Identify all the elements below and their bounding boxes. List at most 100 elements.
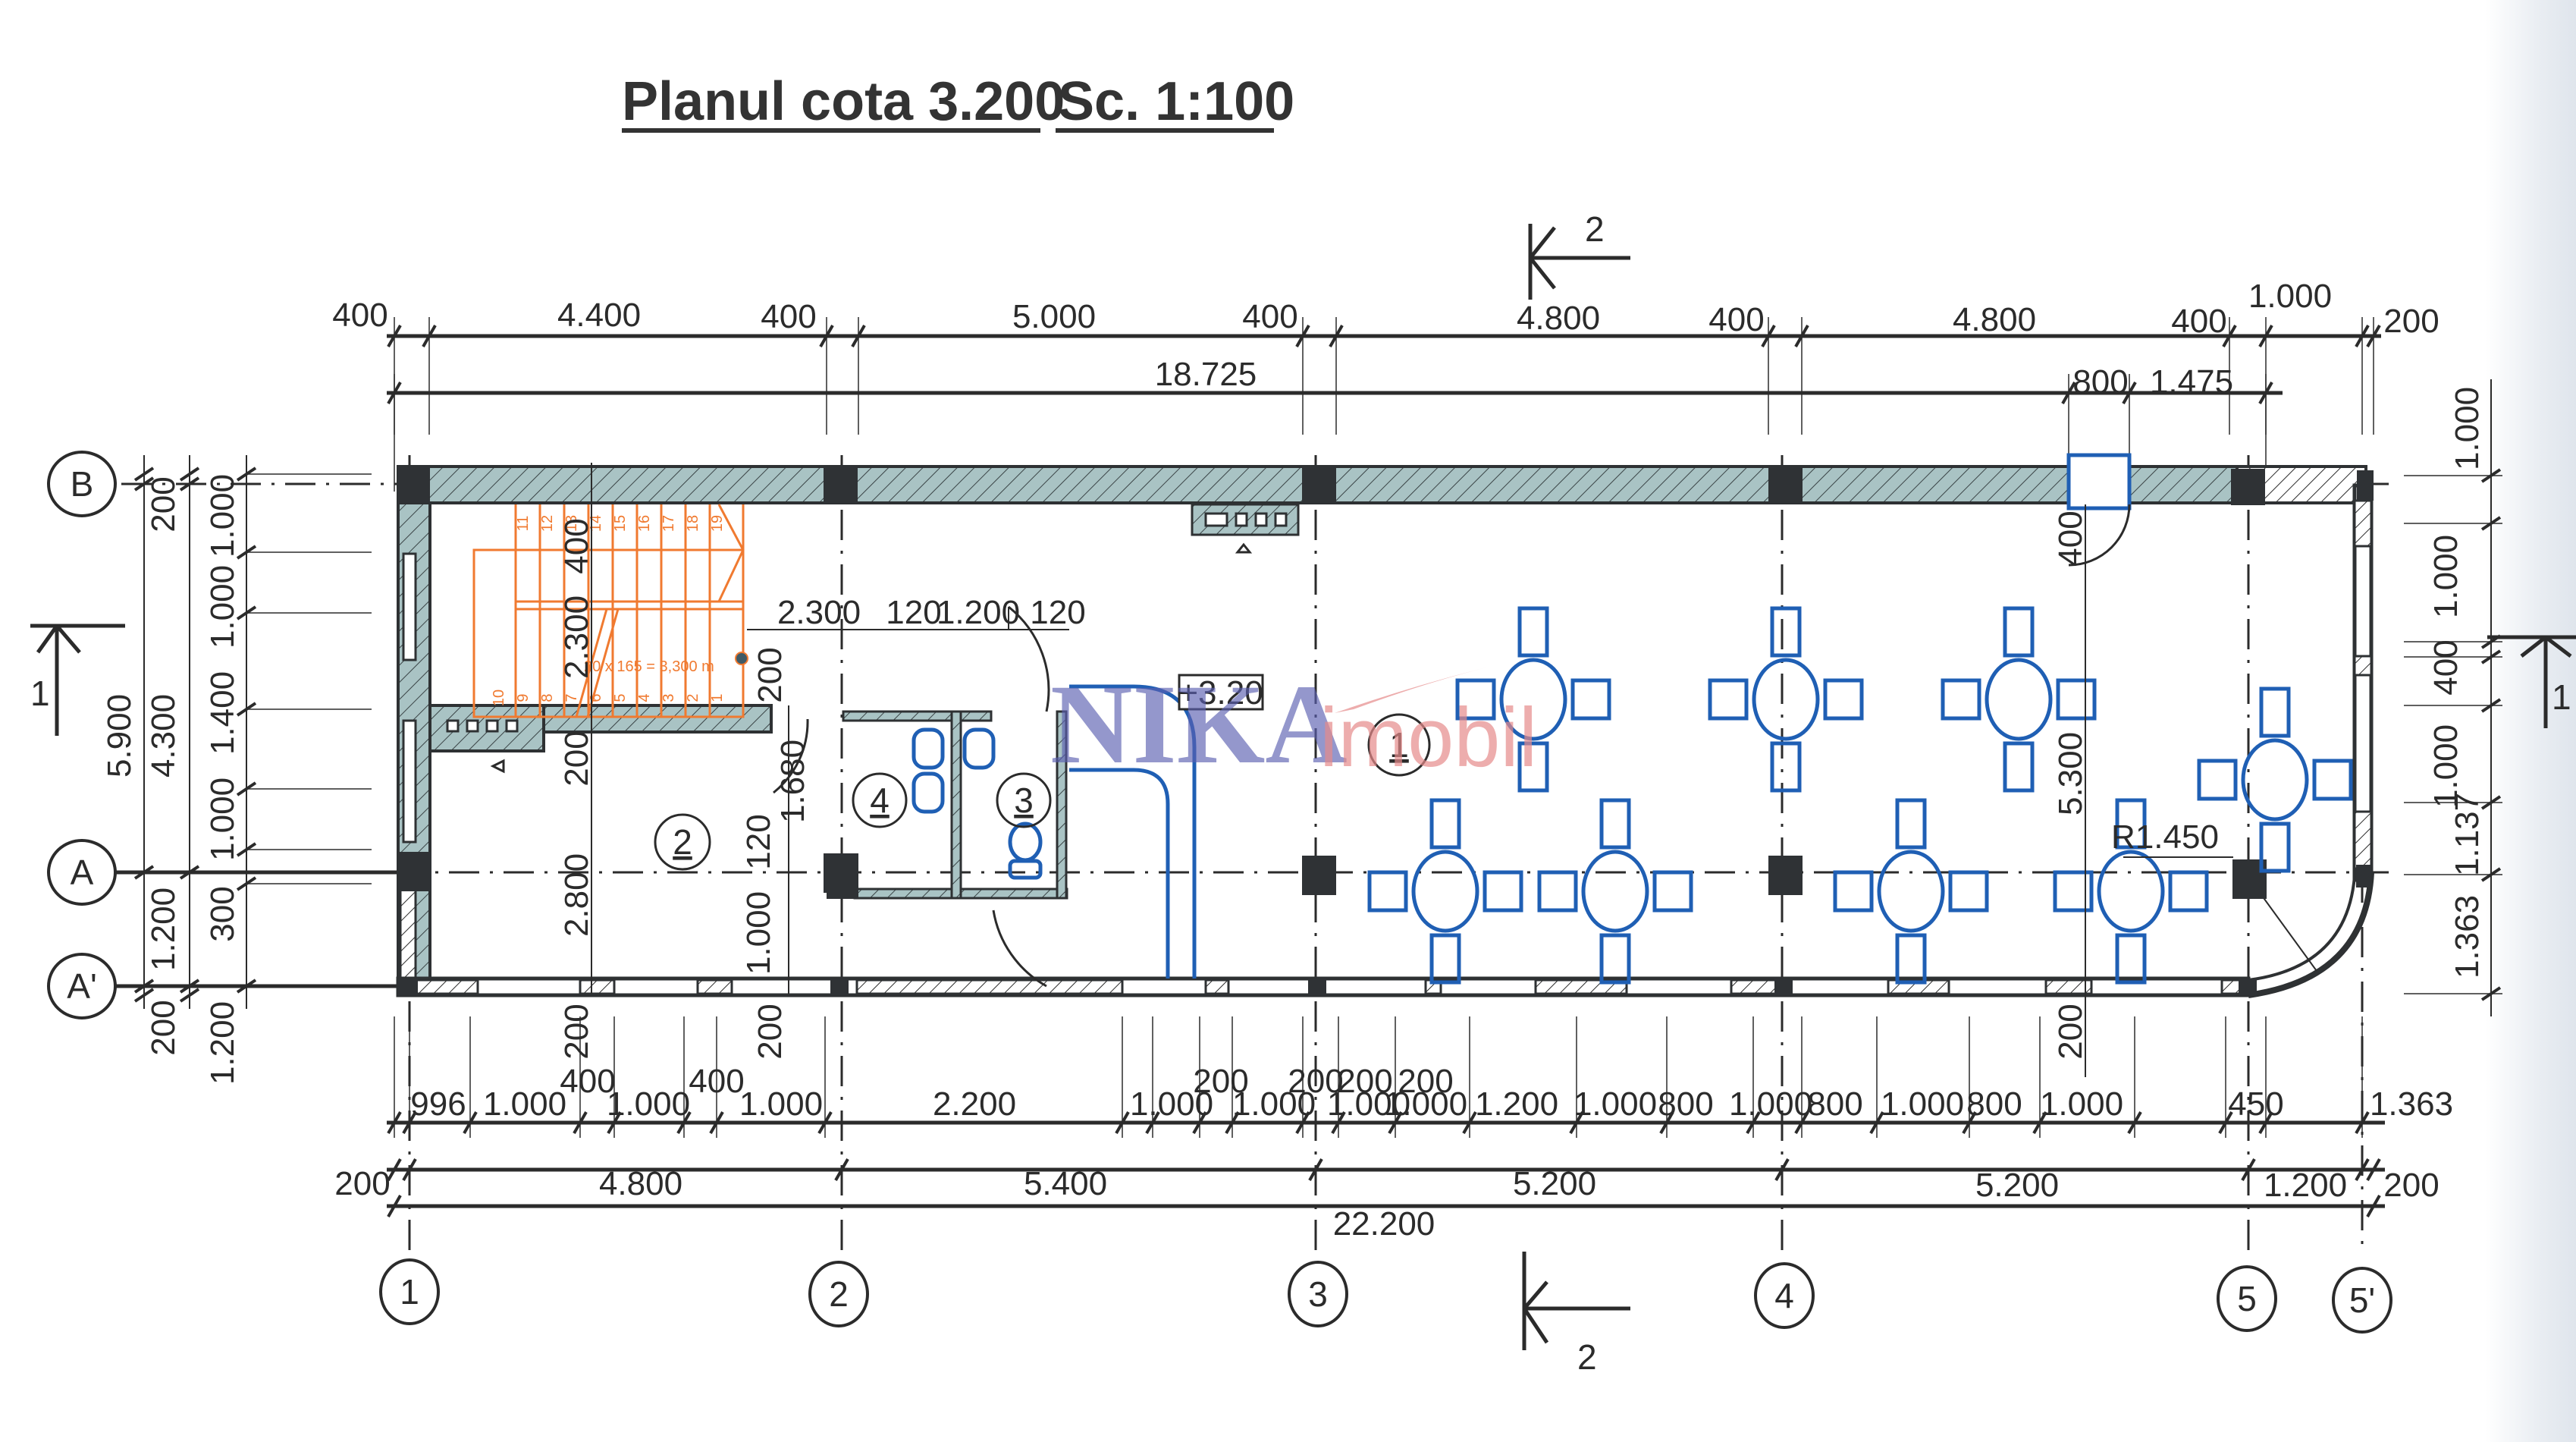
svg-text:22.200: 22.200: [1333, 1205, 1435, 1243]
dim-tick: [133, 979, 155, 994]
chair: [2259, 686, 2291, 738]
round-table: [2241, 738, 2309, 822]
bottom-dim-label: 1.000: [1384, 1085, 1467, 1123]
wall-segment: [2044, 979, 2093, 995]
stair-step-number: 17: [660, 515, 677, 532]
svg-text:120: 120: [1030, 594, 1085, 631]
dim-tick: [387, 1195, 402, 1217]
chair: [1517, 741, 1549, 793]
stair-step-number: 1: [709, 693, 726, 702]
dim-tick: [2366, 1195, 2381, 1217]
window-left-2: [402, 719, 417, 844]
wall-segment: [412, 979, 479, 995]
svg-text:4.800: 4.800: [1953, 301, 2036, 338]
svg-text:120: 120: [886, 594, 941, 631]
svg-text:1.680: 1.680: [774, 740, 811, 823]
svg-text:200: 200: [145, 1000, 182, 1055]
table-with-chairs: [1537, 798, 1693, 985]
stair-step-number: 3: [660, 693, 677, 702]
svg-text:3: 3: [1014, 781, 1034, 820]
stair-step-number: 7: [563, 693, 580, 702]
axis-bubble-5: 5: [2217, 1265, 2277, 1332]
dim-tick: [179, 476, 200, 492]
chair: [1948, 870, 1989, 913]
section-mark-bottom: 2: [1522, 1252, 1630, 1377]
svg-text:18.725: 18.725: [1155, 356, 1257, 393]
tables: [1367, 606, 2353, 985]
svg-text:3: 3: [1308, 1274, 1328, 1314]
svg-text:2: 2: [673, 822, 692, 862]
wall-segment: [579, 979, 616, 995]
watermark: NIKA imobil: [1050, 661, 1537, 787]
bottom-dim-label: 1.000: [1232, 1085, 1316, 1123]
axis-bubble-Aprime: A': [47, 953, 117, 1019]
bottom-dim-label: 200: [1193, 1063, 1248, 1100]
svg-text:1.363: 1.363: [2449, 895, 2486, 979]
stair-step-number: 15: [612, 515, 629, 532]
room-label-4: 4: [852, 772, 908, 828]
chair: [1895, 798, 1927, 850]
chair: [2197, 759, 2238, 801]
svg-text:200: 200: [334, 1165, 390, 1202]
dim-tick: [179, 865, 200, 880]
grid-lines: [121, 455, 2389, 1252]
svg-text:4.800: 4.800: [1517, 300, 1600, 337]
bottom-dim-label: 800: [1966, 1085, 2022, 1123]
dim-tick: [2241, 1158, 2256, 1181]
svg-text:400: 400: [2171, 303, 2226, 340]
svg-text:1.200: 1.200: [2264, 1167, 2347, 1204]
column-B3: [1302, 467, 1336, 503]
svg-text:5.000: 5.000: [1012, 298, 1096, 335]
watermark-sub: imobil: [1319, 691, 1537, 784]
dim-tick: [2355, 1158, 2370, 1181]
wall-segment: [696, 979, 733, 995]
table-with-chairs: [1833, 798, 1989, 985]
dim-tick: [402, 1158, 417, 1181]
bottom-dim-label: 200: [1398, 1063, 1453, 1100]
stair-step-number: 13: [563, 515, 580, 532]
bottom-dim-label: 1.000: [483, 1085, 566, 1123]
chair: [1517, 606, 1549, 658]
chair: [1429, 798, 1461, 850]
dim-tick: [179, 988, 200, 1003]
svg-text:120: 120: [740, 814, 777, 869]
svg-text:B: B: [71, 464, 94, 504]
svg-text:2.300: 2.300: [558, 595, 595, 679]
table-with-chairs: [1367, 798, 1523, 985]
bottom-dim-label: 400: [689, 1063, 744, 1100]
dim-tick: [179, 467, 200, 482]
svg-text:R1.450: R1.450: [2111, 818, 2219, 856]
section-label-top: 2: [1585, 209, 1605, 249]
room-label-3: 3: [996, 772, 1052, 828]
svg-text:1.000: 1.000: [2449, 387, 2486, 470]
chair: [1599, 933, 1631, 985]
svg-text:400: 400: [1708, 301, 1764, 338]
shaft-top: [1191, 503, 1300, 554]
svg-text:200: 200: [558, 730, 595, 786]
svg-text:5': 5': [2349, 1280, 2375, 1320]
svg-text:1.000: 1.000: [204, 474, 241, 558]
chair: [2003, 606, 2035, 658]
svg-text:1.000: 1.000: [2427, 535, 2465, 618]
svg-text:200: 200: [751, 1004, 789, 1059]
chair: [1941, 678, 1981, 721]
dim-tick: [133, 865, 155, 880]
svg-text:400: 400: [332, 297, 387, 334]
svg-text:200: 200: [2383, 303, 2439, 340]
dim-tick: [387, 1158, 402, 1181]
svg-text:4.800: 4.800: [599, 1165, 682, 1202]
dim-tick: [179, 979, 200, 994]
chair: [2259, 822, 2291, 873]
svg-text:300: 300: [204, 886, 241, 941]
dim-tick: [2366, 1158, 2381, 1181]
top-dimensions: 400 4.400 400 5.000 400 4.800 400 4.800 …: [332, 278, 2440, 492]
section-mark-left: 1: [30, 624, 125, 736]
svg-text:400: 400: [558, 518, 595, 573]
svg-text:1.000: 1.000: [204, 778, 241, 861]
chair: [2115, 798, 2147, 850]
table-with-chairs: [2197, 686, 2353, 873]
stair-note: 20 x 165 = 3,300 m: [584, 658, 714, 675]
svg-text:1.000: 1.000: [740, 891, 777, 975]
round-table: [1985, 658, 2053, 741]
